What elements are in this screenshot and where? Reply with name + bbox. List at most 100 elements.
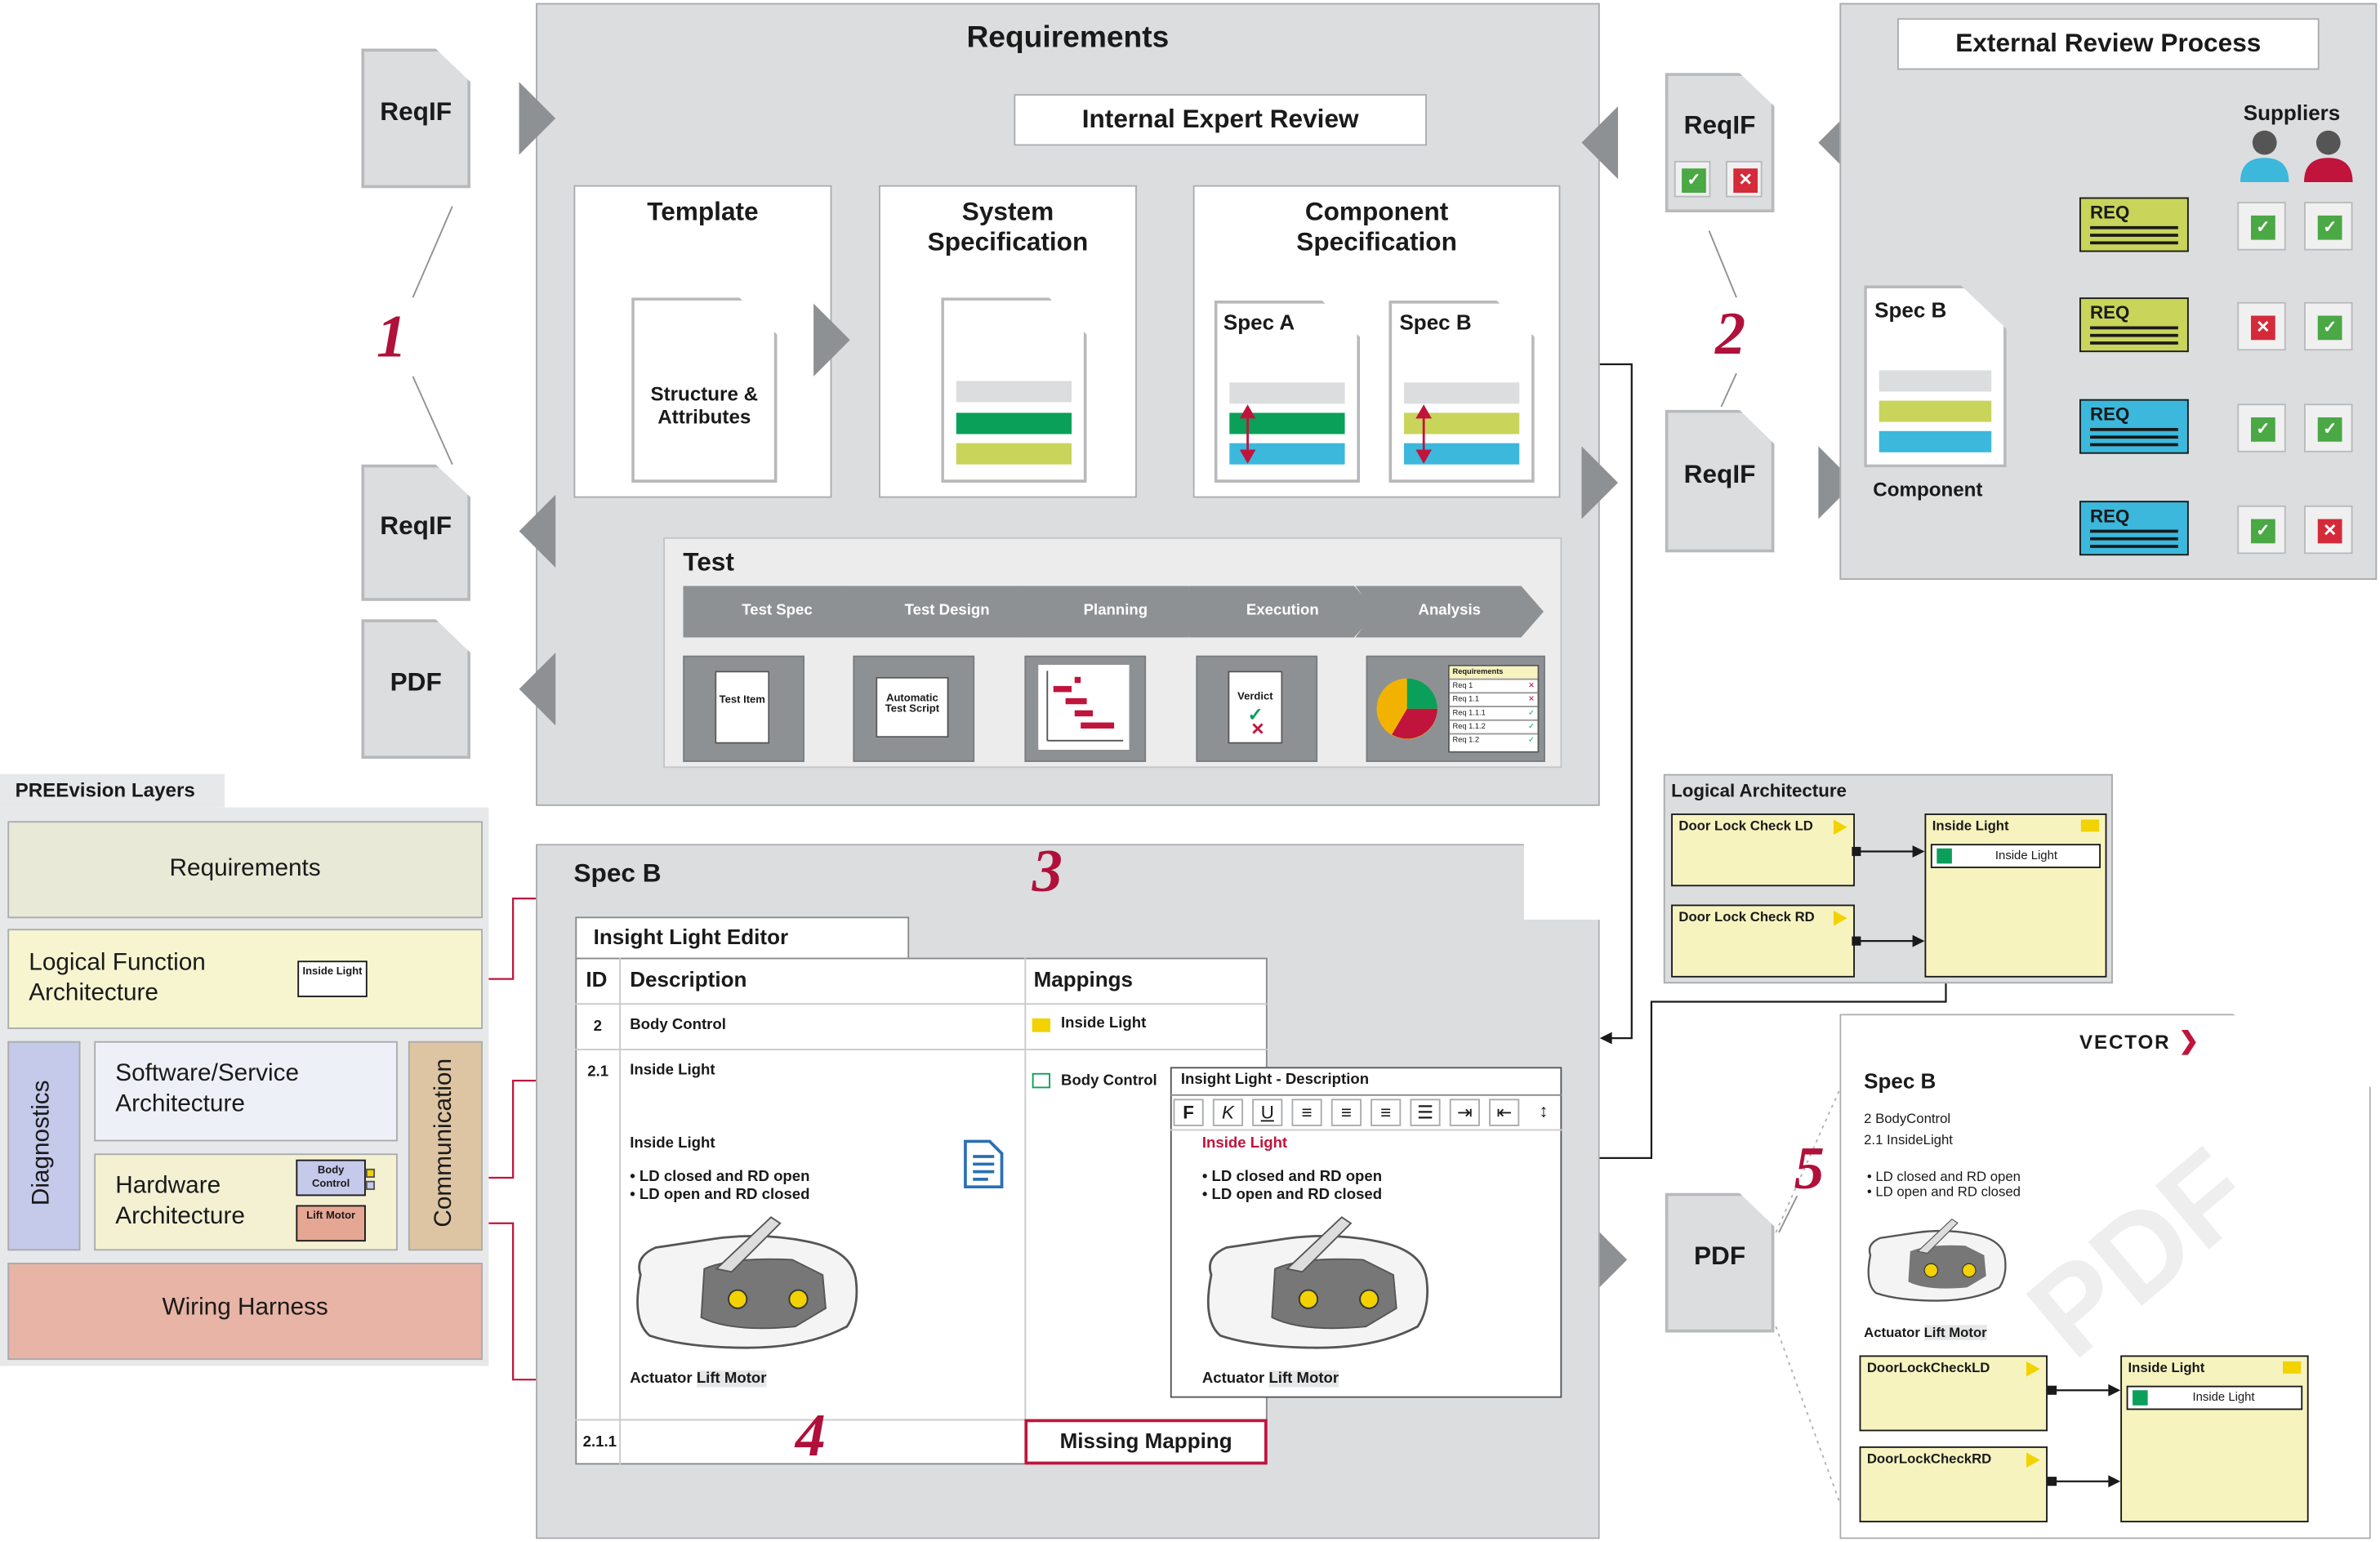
pdf-block-inside-light: Inside Light [2120,1355,2309,1522]
supplier-avatar-icons [2240,130,2353,182]
analysis-req-name: Req 1.1 [1452,695,1480,705]
req-text-line [2090,537,2178,541]
supplier-verdict-box[interactable]: ✓ [2237,403,2286,452]
list-icon[interactable]: ☰ [1410,1099,1441,1126]
flow-arrow-out-pdf [519,653,556,726]
inside-light-chip-label: Inside Light [302,966,363,978]
actuator-prefix: Actuator [1201,1370,1265,1388]
supplier-verdict-box[interactable]: ✓ [2304,301,2353,351]
inside-light-inner [1930,844,2101,868]
pdf-label: PDF [390,667,442,697]
analysis-req-name: Req 1.2 [1452,736,1480,746]
row-desc: Inside Light [630,1062,715,1080]
chip-icon [1032,1072,1051,1089]
pdf-doc-left: PDF [361,619,471,760]
layer-diagnostics-label: Diagnostics [29,1080,55,1206]
editor-tab-label: Insight Light Editor [593,924,789,949]
sort-icon[interactable]: ↕ [1539,1100,1549,1122]
req-text-line [2090,545,2178,548]
row-divider [575,1419,1268,1421]
logical-arch-links [1852,845,1925,947]
system-spec-bar-gray [956,381,1072,403]
body-heading: Inside Light [630,1135,715,1152]
reqif-doc-review: ReqIF [1665,73,1775,213]
align-left-icon[interactable]: ≡ [1291,1099,1322,1126]
col-header-description: Description [630,966,747,992]
pdf-label: PDF [1693,1241,1746,1271]
step-number-2: 2 [1714,299,1746,368]
supplier-verdict-box[interactable]: ✕ [2237,301,2286,351]
req-label: REQ [2090,505,2130,527]
row-mapping[interactable]: Body Control [1061,1072,1157,1090]
outdent-icon[interactable]: ⇤ [1489,1099,1520,1126]
req-text-line [2090,341,2178,345]
row-desc: Body Control [630,1017,726,1034]
pdf-block-port [2283,1361,2302,1374]
row-id: 2.1 [587,1063,609,1081]
bold-button[interactable]: F [1173,1099,1204,1126]
check-icon: ✓ [2251,417,2275,442]
req-text-line [2090,234,2178,237]
indent-icon[interactable]: ⇥ [1449,1099,1480,1126]
spec-b-title: Spec B [573,858,662,889]
flow-arrow-reqif-in-right [1581,106,1619,180]
analysis-req-row: Req 1.1.1✓ [1449,706,1538,720]
actuator-prefix: Actuator [1864,1325,1920,1340]
req-card: REQ [2079,197,2189,252]
missing-mapping-box[interactable] [1024,1419,1268,1465]
external-review-title-box [1897,18,2320,70]
reqif-label: ReqIF [1683,459,1756,488]
port-arrow-icon [2026,1452,2040,1468]
check-icon: ✓ [1528,708,1535,718]
component-spec-title: Component Specification [1296,197,1457,257]
underline-button[interactable]: U [1252,1099,1283,1126]
layer-wiring-label: Wiring Harness [162,1295,328,1321]
supplier-verdict-box[interactable]: ✓ [2304,403,2353,452]
popup-title: Insight Light - Description [1180,1071,1370,1089]
supplier-verdict-box[interactable]: ✓ [2304,202,2353,251]
reqif-doc-right: ReqIF [1665,409,1775,553]
test-script-icon [853,655,975,762]
inside-light-chip [297,960,368,997]
inside-light-block[interactable]: Inside Light [1924,813,2107,978]
external-review-title: External Review Process [1955,29,2262,58]
popup-actuator-line: Actuator Lift Motor [1201,1370,1339,1388]
verdict-label: Verdict [1237,692,1273,703]
col-divider-mappings [1024,957,1027,1465]
align-right-icon[interactable]: ≡ [1371,1099,1402,1126]
align-center-icon[interactable]: ≡ [1330,1099,1362,1126]
door-lock-rd-block[interactable]: Door Lock Check RD [1671,904,1855,978]
layer-communication-label: Communication [430,1058,457,1228]
test-script-doc [876,676,949,738]
internal-review-label: Internal Expert Review [1081,105,1359,134]
block-label: Door Lock Check RD [1678,909,1815,925]
pdf-actuator-line: Actuator Lift Motor [1864,1325,1987,1340]
row-mapping[interactable]: Inside Light [1061,1015,1147,1032]
car-illustration [636,1216,858,1349]
supplier-verdict-box[interactable]: ✕ [2304,505,2353,555]
pdf-car-illustration [1867,1218,2007,1302]
req-label: REQ [2090,403,2130,426]
test-title: Test [683,547,734,577]
italic-button[interactable]: K [1212,1099,1244,1126]
req-text-line [2090,333,2178,337]
layer-software-label: Software/Service Architecture [115,1060,299,1117]
req-card: REQ [2079,399,2189,454]
editor-table [575,957,1268,1465]
door-lock-ld-block[interactable]: Door Lock Check LD [1671,813,1855,887]
pdf-doc-right: PDF [1665,1192,1775,1333]
supplier-verdict-box[interactable]: ✓ [2237,505,2286,555]
spec-a-label: Spec A [1223,310,1295,334]
system-spec-title: System Specification [927,197,1089,257]
pdf-line: 2.1 InsideLight [1864,1132,1953,1148]
layer-logical [7,929,483,1029]
col-header-id: ID [586,966,608,992]
req-label: REQ [2090,202,2130,224]
supplier-verdict-box[interactable]: ✓ [2237,202,2286,251]
body-bullet: • LD closed and RD open [630,1168,810,1186]
template-doc-label: Structure & Attributes [650,382,759,429]
cross-icon: ✕ [2317,519,2342,544]
req-text-line [2090,529,2178,533]
check-icon: ✓ [2251,519,2275,544]
analysis-req-table: Requirements Req 1✕ Req 1.1✕ Req 1.1.1✓ … [1447,664,1540,753]
